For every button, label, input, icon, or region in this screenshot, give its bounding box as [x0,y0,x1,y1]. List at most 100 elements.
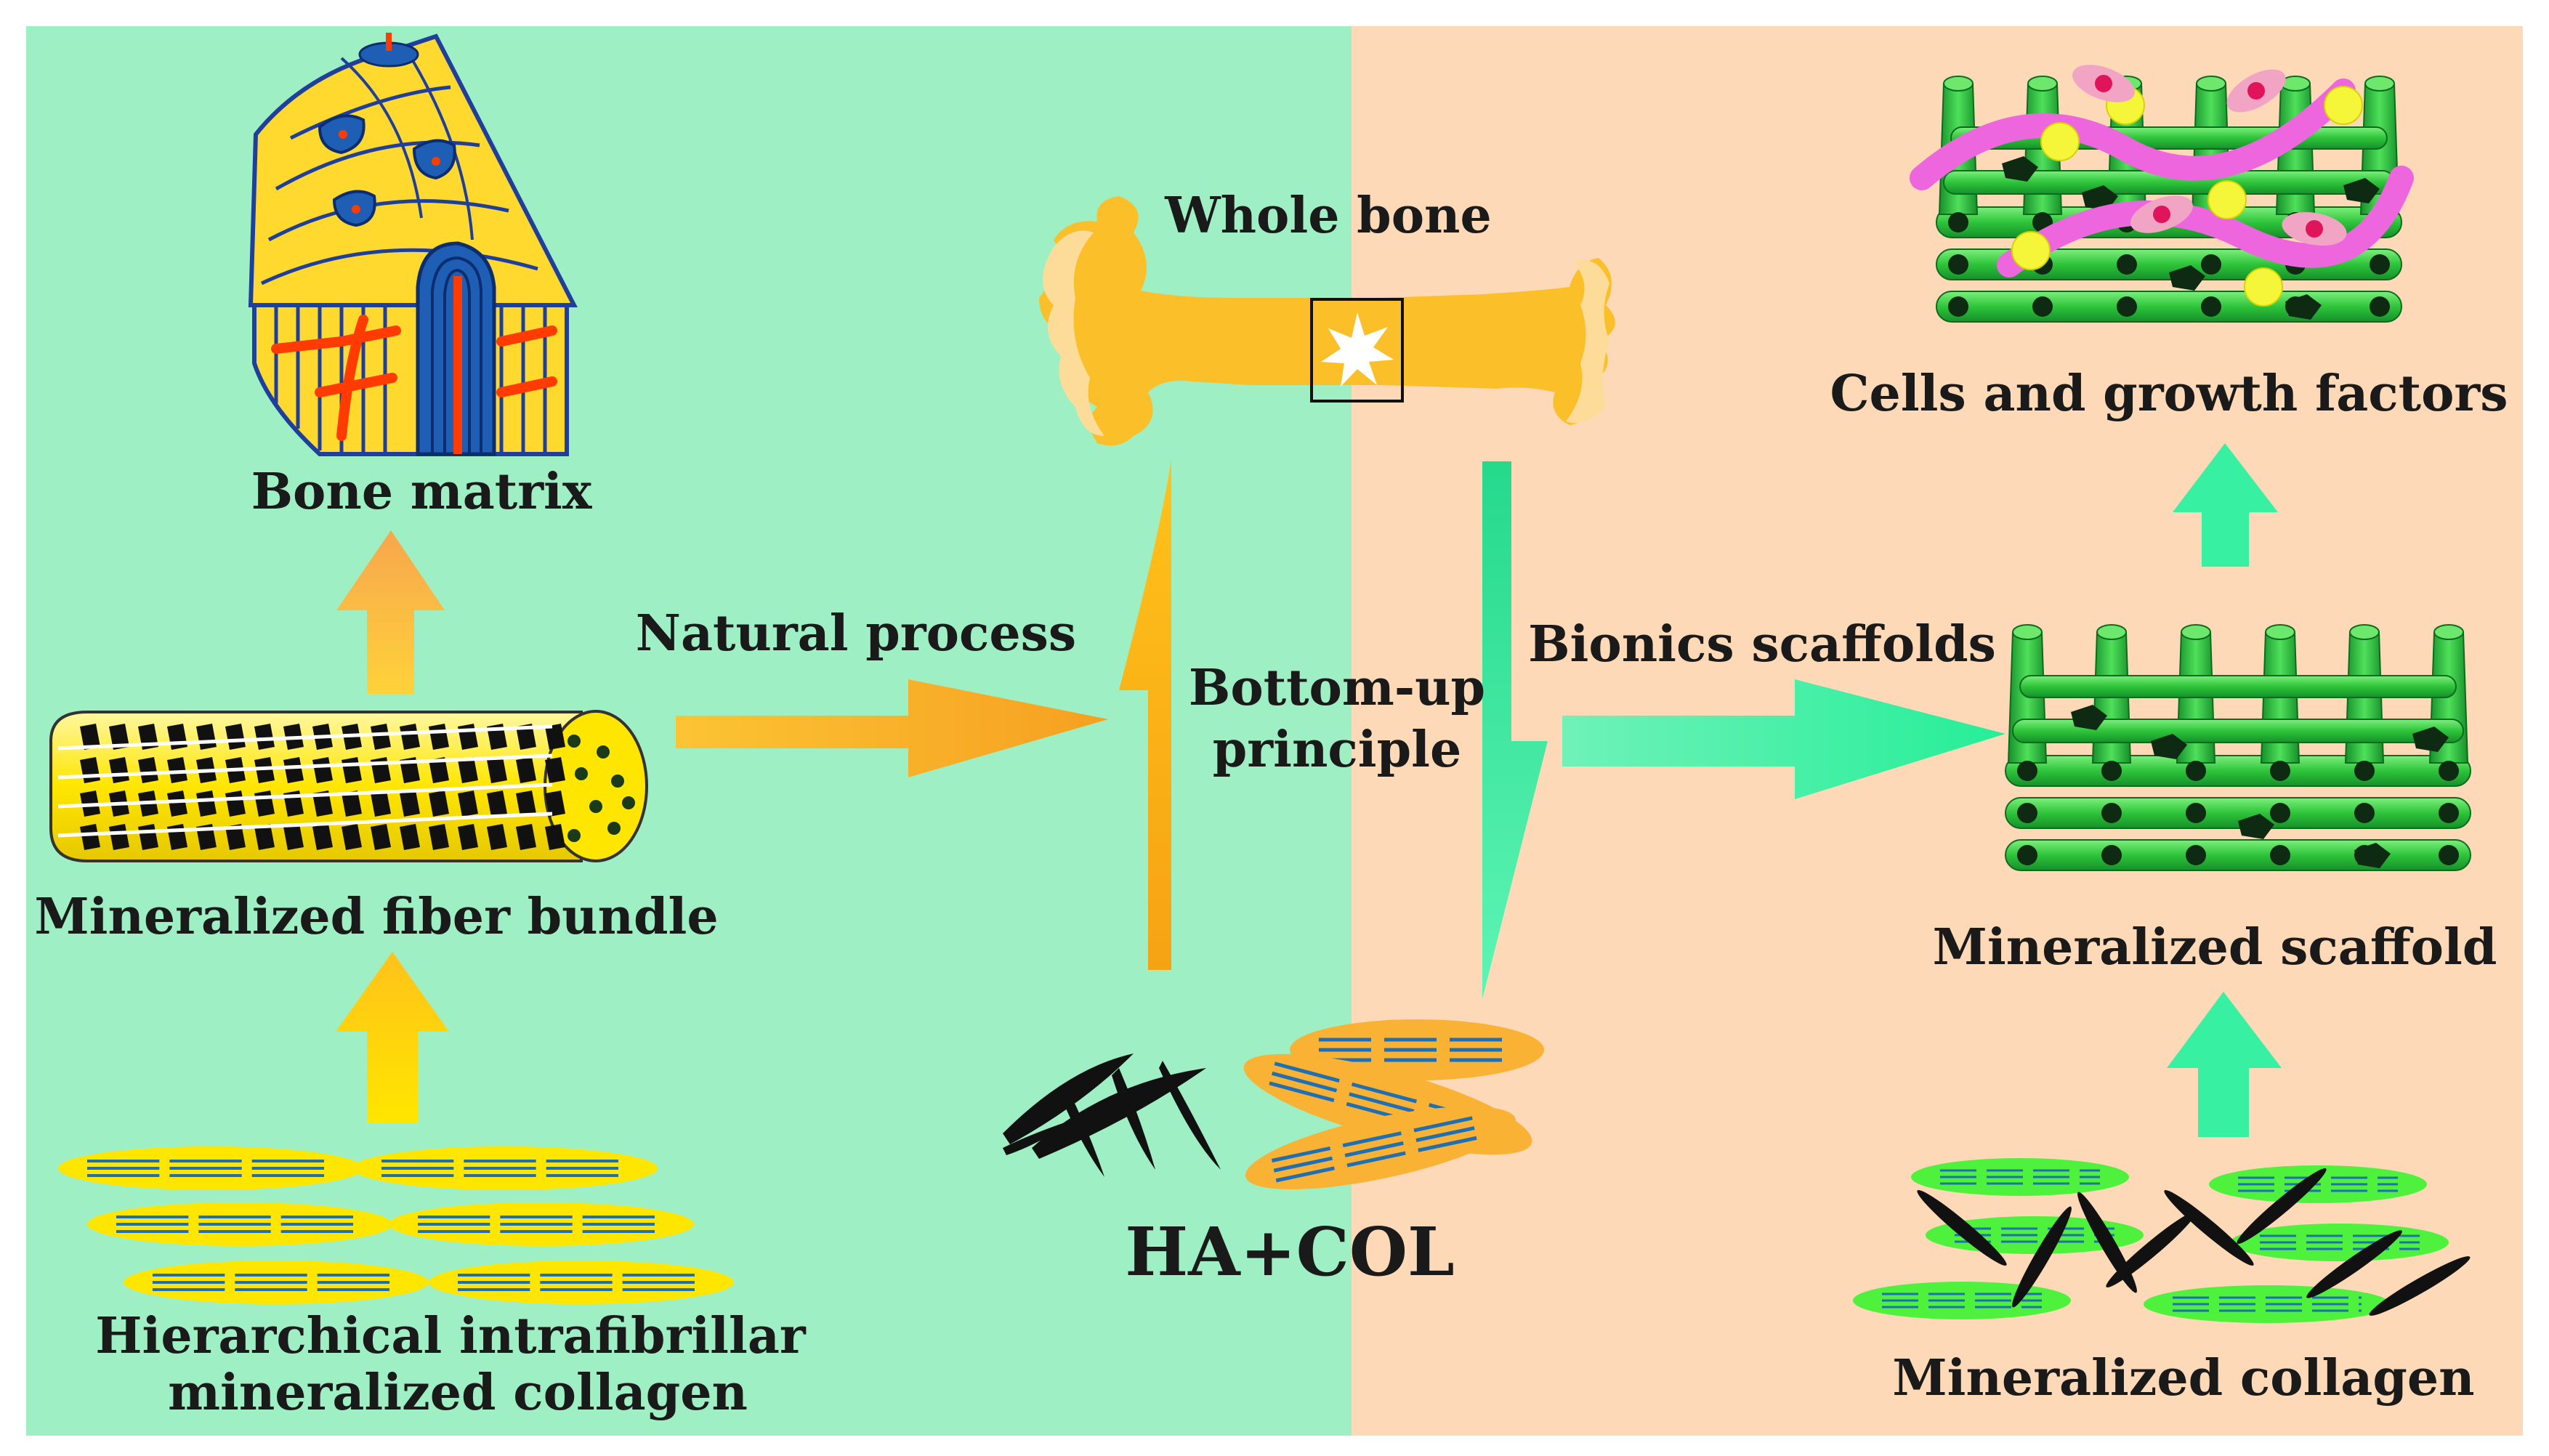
mineralized-scaffold-illustration [2005,624,2471,871]
mineral-stripe [167,757,187,783]
scaffold-rod-back [2012,719,2464,743]
label-ha-col: HA+COL [1125,1213,1454,1291]
mineral-stripe [516,824,536,850]
scaffold-rod-end [2354,761,2375,781]
mineral-stripe [283,824,304,850]
label-bone-matrix: Bone matrix [251,463,592,521]
mineral-stripe [545,724,565,750]
scaffold-rod-end [2101,845,2122,865]
label-natural-process: Natural process [636,604,1076,663]
scaffold-rod-end [2117,254,2137,275]
mineral-stripe [225,724,246,750]
mineral-stripe [225,824,246,850]
ha-crystal [2164,1190,2254,1266]
mineral-stripe [80,824,100,850]
hierarchical-collagen-illustration [58,1146,734,1304]
mineral-stripe [138,757,158,783]
mineral-deposit [2169,265,2205,291]
scaffold-rod-end [2270,845,2290,865]
mineral-stripe [429,790,449,817]
mineral-stripe [487,757,507,783]
scaffold-rod-end [1948,212,1968,232]
mineral-stripe [109,724,129,750]
fracture-star [1321,312,1394,387]
arrow-bottom-up [1119,458,1171,970]
mineral-stripe [429,824,449,850]
col-fibril [1271,1146,1331,1162]
scaffold-rod-cap [2265,624,2295,640]
mineral-stripe [371,790,391,817]
scaffold-rod-end [2017,803,2037,823]
arrow-scaffold-to-cells [2173,443,2278,567]
mineral-deposit [2343,178,2380,203]
mineral-stripe [487,824,507,850]
scaffold-rod-end [2101,803,2122,823]
zoom-box [1310,298,1404,403]
mineral-stripe [400,790,420,817]
cell [2207,180,2247,219]
mineral-stripe [516,790,536,817]
ha-crystal [2106,1212,2196,1287]
scaffold-rod-cap [2096,624,2127,640]
scaffold-rod-end [2032,296,2053,317]
scaffold-rod-end [2439,845,2459,865]
col-fibril [1344,1141,1404,1157]
label-hierarchical-1: Hierarchical intrafibrillar [95,1307,807,1365]
mineral-stripe [312,757,333,783]
ha-crystal [2237,1168,2327,1244]
mineral-deposit [2071,705,2107,730]
col-fibril [1269,1081,1335,1103]
cell [2040,122,2080,161]
arrow-bone-to-scaffold [1482,461,1548,999]
fibril-line [57,812,553,838]
mineral-deposit [2151,734,2187,759]
scaffold-rod-end [2017,761,2037,781]
mineral-stripe [400,824,420,850]
col-fibril [1271,1071,1338,1093]
label-bottom-up-2: principle [1213,721,1462,779]
label-fiber-bundle: Mineralized fiber bundle [34,888,718,946]
mineralized-fiber-bundle-illustration [49,710,648,862]
mineral-stripe [254,724,275,750]
scaffold-rod-end [1948,296,1968,317]
cell [2324,86,2363,125]
scaffold-rod-cap [1943,76,1974,92]
growth-factor-strand [1910,78,2356,190]
mineral-stripe [458,824,478,850]
mineral-deposit [2285,294,2322,320]
growth-factor-strand [1997,166,2414,278]
ha-crystal [2012,1206,2072,1308]
mineral-stripe [283,757,304,783]
cells-growth-scaffold-illustration [1910,65,2414,323]
mineral-stripe [254,824,275,850]
scaffold-rod-end [1948,254,1968,275]
fibril-line [57,782,553,809]
scaffold-rod-end [2370,254,2390,275]
mineral-deposit [2238,814,2274,839]
bone-matrix-illustration [248,33,578,456]
scaffold-rod-horizontal [2005,797,2471,829]
scaffold-rod-end [2270,761,2290,781]
mineral-stripe [545,757,565,783]
mineral-stripe [371,824,391,850]
mineral-stripe [458,790,478,817]
scaffold-rod-cap [2027,76,2058,92]
scaffold-rod-end [2370,296,2390,317]
cell [2011,231,2051,270]
ha-crystal [1917,1190,2007,1266]
label-cells-growth: Cells and growth factors [1830,365,2508,423]
ha-col-illustration [1003,1019,1544,1189]
mineral-deposit [2412,727,2449,752]
scaffold-rod-end [2201,296,2221,317]
arrow-natural-process [676,679,1108,777]
label-mineralized-scaffold: Mineralized scaffold [1933,918,2497,976]
scaffold-rod-horizontal [2005,755,2471,787]
scaffold-rod-horizontal [2005,839,2471,871]
scaffold-rod-cap [2012,624,2043,640]
scaffold-rod-cap [2349,624,2380,640]
col-fibril [1415,1126,1475,1143]
mineral-stripe [429,757,449,783]
scaffold-rod-end [2439,803,2459,823]
mineral-stripe [342,790,362,817]
